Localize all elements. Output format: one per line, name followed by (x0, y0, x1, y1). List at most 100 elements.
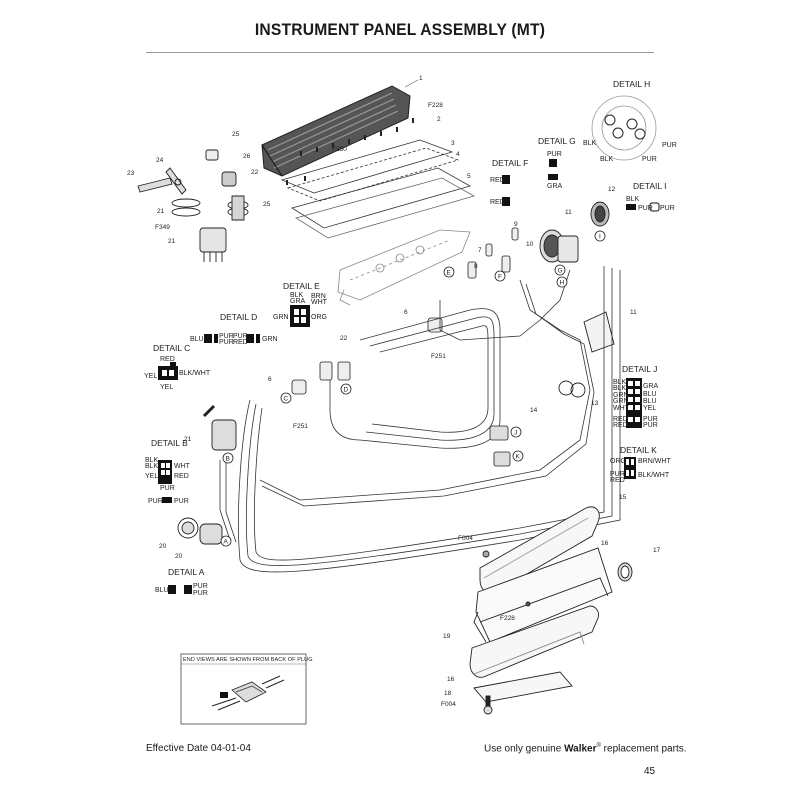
detail-f-plug-2 (502, 197, 510, 206)
connector-letter-i: I (599, 234, 601, 241)
callout-f004-top: F004 (458, 535, 473, 542)
detail-i-plug-1 (626, 204, 636, 210)
callout-20-b: 20 (175, 553, 183, 560)
callout-f251-top: F251 (431, 353, 446, 360)
detail-e-wire-6: ORG (311, 314, 327, 321)
callout-25-b: 25 (263, 201, 271, 208)
detail-b-wire-5: RED (174, 473, 189, 480)
detail-j-wire-1: BLK (613, 379, 627, 386)
detail-b-wire-4: YEL (145, 473, 158, 480)
connector-letter-k: K (516, 454, 521, 461)
panel-cover (261, 79, 419, 177)
callout-16-bottom: 16 (447, 676, 455, 683)
detail-h-gauge-back (591, 95, 657, 161)
detail-k-wire-2: BRN/WHT (638, 458, 671, 465)
detail-f-title: DETAIL F (492, 158, 528, 168)
detail-h-wire-2: PUR (662, 142, 677, 149)
detail-e-wire-3: BRN (311, 293, 326, 300)
callout-f250: F250 (332, 146, 347, 153)
detail-d-wire-5: RED (233, 339, 248, 346)
detail-a-title: DETAIL A (168, 567, 205, 577)
connector-letter-d: D (344, 387, 349, 394)
callout-17: 17 (653, 547, 661, 554)
callout-21-b: 21 (168, 238, 176, 245)
detail-c-plug (158, 362, 178, 380)
callout-21-a: 21 (157, 208, 165, 215)
detail-j-wire-5: WHT (613, 405, 630, 412)
detail-c-wire-2: YEL (144, 373, 157, 380)
end-view-inset (180, 653, 307, 725)
detail-a-wire-1: BLU (155, 587, 169, 594)
callout-14: 14 (530, 407, 538, 414)
callout-11-bottom: 11 (630, 309, 637, 316)
screws (286, 118, 414, 185)
detail-h-terminals (604, 114, 646, 140)
detail-e-title: DETAIL E (283, 281, 320, 291)
callout-5: 5 (467, 173, 471, 180)
detail-b-plug (158, 460, 172, 484)
detail-g-wire-2: GRA (547, 183, 563, 190)
key-switch-parts (137, 149, 249, 262)
detail-j-wire-10: BLU (643, 398, 657, 405)
detail-j-wire-12: PUR (643, 416, 658, 423)
page-number: 45 (644, 766, 656, 777)
detail-j-wire-8: GRA (643, 383, 659, 390)
detail-c-title: DETAIL C (153, 343, 190, 353)
detail-f-wire-2: RED (490, 199, 505, 206)
callout-23: 23 (127, 170, 135, 177)
registered-mark: ® (596, 743, 601, 749)
console-cover (469, 506, 633, 715)
detail-j-plug (626, 378, 642, 428)
indicator-lamps (467, 227, 519, 279)
callout-22-top: 22 (251, 169, 259, 176)
detail-e-plug (290, 305, 310, 327)
detail-g-plug-2 (548, 174, 558, 180)
callout-6-left: 6 (268, 376, 272, 383)
detail-i-wire-2: PUR (638, 205, 653, 212)
callout-22-mid: 22 (340, 335, 348, 342)
detail-k-wire-1: ORG (610, 458, 626, 465)
detail-b-wire-6: PUR (160, 485, 175, 492)
detail-d-wire-6: GRN (262, 336, 278, 343)
callout-8: 8 (474, 263, 478, 270)
callout-f251-left: F251 (293, 423, 308, 430)
callout-2: 2 (437, 116, 441, 123)
callout-13: 13 (591, 400, 599, 407)
detail-k-wire-4: RED (610, 477, 625, 484)
effective-date: Effective Date 04-01-04 (146, 743, 251, 754)
detail-d-wire-2: PUR (219, 333, 234, 340)
detail-j-wire-4: GRN (613, 398, 629, 405)
detail-i-wire-1: BLK (626, 196, 640, 203)
detail-i-title: DETAIL I (633, 181, 667, 191)
connector-letter-e: E (447, 270, 452, 277)
detail-a-plugs (168, 585, 192, 594)
relays-and-switches (291, 317, 443, 395)
detail-f-wire-1: RED (490, 177, 505, 184)
detail-j-wire-6: RED (613, 416, 628, 423)
detail-i-wire-3: PUR (660, 205, 675, 212)
detail-a-wire-2: PUR (193, 583, 208, 590)
connector-letter-b: B (226, 456, 230, 463)
connector-letters: A B C D E F G H I J K (220, 230, 606, 547)
detail-j-wire-2: BLK (613, 385, 627, 392)
detail-f-plug-1 (502, 175, 510, 184)
connector-letter-c: C (284, 396, 289, 403)
callout-7: 7 (478, 247, 482, 254)
callout-19: 19 (443, 633, 451, 640)
detail-k-wire-5: BLK/WHT (638, 472, 670, 479)
detail-g-wire-1: PUR (547, 151, 562, 158)
detail-c-wire-4: YEL (160, 384, 173, 391)
detail-g-plug-1 (549, 159, 557, 167)
end-view-note: END VIEWS ARE SHOWN FROM BACK OF PLUG (183, 657, 313, 663)
detail-k-title: DETAIL K (620, 445, 657, 455)
connector-letter-g: G (558, 268, 563, 275)
replacement-suffix: replacement parts. (600, 743, 687, 755)
detail-d-title: DETAIL D (220, 312, 257, 322)
detail-b-title: DETAIL B (151, 438, 188, 448)
callout-4: 4 (456, 151, 460, 158)
detail-i-plug-2 (649, 202, 660, 212)
detail-h-wire-1: BLK (583, 140, 597, 147)
callout-26: 26 (243, 153, 251, 160)
callout-f349: F349 (155, 224, 170, 231)
